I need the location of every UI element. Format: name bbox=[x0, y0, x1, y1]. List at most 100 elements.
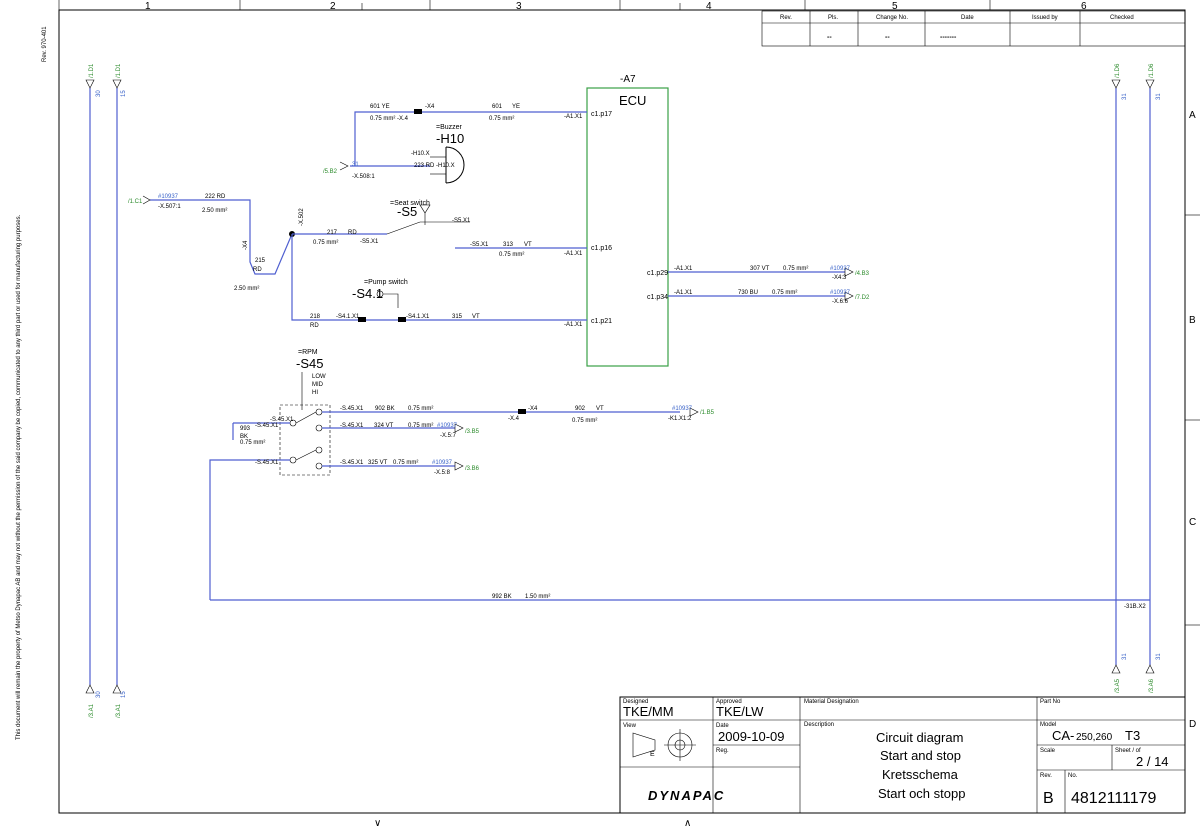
svg-text:RD: RD bbox=[348, 230, 357, 236]
svg-text:B: B bbox=[1043, 790, 1054, 807]
svg-text:-S4.1.X1: -S4.1.X1 bbox=[336, 314, 360, 320]
rpm-switch-circuit: =RPM -S45 LOW MID HI -S.45.X1 993 BK 0.7… bbox=[209, 349, 715, 600]
svg-text:c1.p16: c1.p16 bbox=[591, 245, 612, 252]
row-label-a: A bbox=[1189, 110, 1196, 121]
svg-text:-S45: -S45 bbox=[296, 356, 323, 371]
svg-text:-S5: -S5 bbox=[397, 204, 417, 219]
svg-text:#10937: #10937 bbox=[432, 460, 453, 466]
buzzer-circuit: 601 YE 0.75 mm² -X.4 -X4 601 YE 0.75 mm²… bbox=[323, 104, 587, 184]
svg-text:=Buzzer: =Buzzer bbox=[436, 124, 463, 131]
svg-text:-X4: -X4 bbox=[425, 104, 435, 110]
svg-text:Rev.: Rev. bbox=[1040, 773, 1052, 779]
svg-text:/7.D2: /7.D2 bbox=[855, 295, 870, 301]
svg-text:Kretsschema: Kretsschema bbox=[882, 767, 959, 782]
svg-text:/1.D6: /1.D6 bbox=[1149, 63, 1155, 78]
svg-text:-S.45.X1: -S.45.X1 bbox=[340, 406, 364, 412]
svg-text:730 BU: 730 BU bbox=[738, 290, 758, 296]
title-block: Designed TKE/MM Approved TKE/LW View E D… bbox=[619, 696, 1186, 814]
svg-text:0.75 mm²: 0.75 mm² bbox=[370, 116, 395, 122]
svg-text:Description: Description bbox=[804, 722, 834, 728]
svg-text:--: -- bbox=[885, 34, 890, 41]
svg-text:/1.B5: /1.B5 bbox=[700, 410, 715, 416]
svg-text:31: 31 bbox=[352, 162, 359, 168]
svg-text:TKE/LW: TKE/LW bbox=[716, 704, 764, 719]
svg-text:0.75 mm²: 0.75 mm² bbox=[408, 423, 433, 429]
row-label-d: D bbox=[1189, 719, 1196, 730]
svg-text:4812111179: 4812111179 bbox=[1071, 790, 1157, 807]
svg-text:217: 217 bbox=[327, 230, 338, 236]
svg-text:223 RD: 223 RD bbox=[414, 163, 435, 169]
svg-text:Circuit diagram: Circuit diagram bbox=[876, 730, 963, 745]
column-label-6: 6 bbox=[1081, 1, 1087, 12]
svg-text:c1.p34: c1.p34 bbox=[647, 294, 668, 301]
left-power-rails: /1.D1 /1.D1 30 15 /3.A1 /3.A1 30 15 bbox=[85, 63, 127, 718]
svg-text:218: 218 bbox=[310, 314, 321, 320]
svg-text:215: 215 bbox=[255, 258, 266, 264]
right-power-rails: /1.D6 /1.D6 31 31 /3.A5 /3.A6 31 31 bbox=[1111, 63, 1162, 693]
svg-text:902 BK: 902 BK bbox=[375, 406, 395, 412]
svg-text:/3.A6: /3.A6 bbox=[1149, 678, 1155, 693]
svg-text:-X.508:1: -X.508:1 bbox=[352, 174, 375, 180]
row-label-b: B bbox=[1189, 315, 1196, 326]
svg-text:-A7: -A7 bbox=[620, 74, 636, 85]
svg-text:--: -- bbox=[827, 34, 832, 41]
svg-text:31: 31 bbox=[1156, 653, 1162, 660]
column-label-1: 1 bbox=[145, 1, 151, 12]
svg-text:Change No.: Change No. bbox=[876, 15, 908, 21]
svg-text:Material Designation: Material Designation bbox=[804, 699, 859, 705]
svg-text:0.75 mm²: 0.75 mm² bbox=[408, 406, 433, 412]
svg-text:0.75 mm²: 0.75 mm² bbox=[772, 290, 797, 296]
svg-text:0.75 mm²: 0.75 mm² bbox=[499, 252, 524, 258]
svg-text:BK: BK bbox=[240, 434, 248, 440]
column-label-2: 2 bbox=[330, 1, 336, 12]
svg-text:Reg.: Reg. bbox=[716, 748, 729, 754]
svg-text:-X4: -X4 bbox=[528, 406, 538, 412]
svg-text:c1.p21: c1.p21 bbox=[591, 318, 612, 325]
svg-text:-S.45.X1: -S.45.X1 bbox=[255, 460, 279, 466]
svg-text:992 BK: 992 BK bbox=[492, 594, 512, 600]
svg-text:E: E bbox=[650, 751, 655, 758]
row-label-c: C bbox=[1189, 517, 1196, 528]
svg-text:#10937: #10937 bbox=[830, 266, 851, 272]
svg-text:-S.45.X1: -S.45.X1 bbox=[255, 423, 279, 429]
svg-text:Approved: Approved bbox=[716, 699, 742, 705]
svg-text:-S.45.X1: -S.45.X1 bbox=[270, 417, 294, 423]
svg-text:=Seat switch: =Seat switch bbox=[390, 200, 430, 207]
ecu-module: -A7 ECU c1.p17 c1.p16 c1.p21 c1.p29 c1.p… bbox=[586, 74, 669, 367]
svg-text:325 VT: 325 VT bbox=[368, 460, 388, 466]
svg-text:/3.A1: /3.A1 bbox=[116, 703, 122, 718]
svg-text:TKE/MM: TKE/MM bbox=[623, 704, 674, 719]
svg-text:/3.A5: /3.A5 bbox=[1115, 678, 1121, 693]
svg-text:15: 15 bbox=[121, 691, 127, 698]
svg-text:-S.45.X1: -S.45.X1 bbox=[340, 423, 364, 429]
svg-text:/1.D1: /1.D1 bbox=[116, 63, 122, 78]
svg-text:313: 313 bbox=[503, 242, 514, 248]
svg-text:324 VT: 324 VT bbox=[374, 423, 394, 429]
svg-text:15: 15 bbox=[121, 90, 127, 97]
svg-text:-S4.1: -S4.1 bbox=[352, 286, 383, 301]
ground-wire-992: 992 BK 1.50 mm² -31B.X2 bbox=[210, 594, 1150, 610]
svg-text:LOW: LOW bbox=[312, 374, 326, 380]
svg-text:VT: VT bbox=[472, 314, 480, 320]
svg-text:CA-: CA- bbox=[1052, 728, 1074, 743]
svg-text:c1.p17: c1.p17 bbox=[591, 111, 612, 118]
svg-text:/1.D1: /1.D1 bbox=[89, 63, 95, 78]
svg-text:2 / 14: 2 / 14 bbox=[1136, 754, 1169, 769]
svg-text:Issued by: Issued by bbox=[1032, 15, 1058, 21]
svg-text:-H10.X: -H10.X bbox=[411, 151, 430, 157]
seat-switch-circuit: /1.C1 #10937 -X.507:1 222 RD 2.50 mm² -X… bbox=[128, 194, 587, 321]
column-label-4: 4 bbox=[706, 1, 712, 12]
svg-text:-X.502: -X.502 bbox=[299, 208, 305, 226]
svg-text:993: 993 bbox=[240, 426, 251, 432]
column-label-5: 5 bbox=[892, 1, 898, 12]
svg-text:/1.D6: /1.D6 bbox=[1115, 63, 1121, 78]
svg-text:Sheet / of: Sheet / of bbox=[1115, 748, 1141, 754]
svg-text:0.75 mm²: 0.75 mm² bbox=[572, 418, 597, 424]
svg-text:-S4.1.X1: -S4.1.X1 bbox=[406, 314, 430, 320]
svg-text:30: 30 bbox=[96, 90, 102, 97]
svg-text:No.: No. bbox=[1068, 773, 1078, 779]
svg-text:-31B.X2: -31B.X2 bbox=[1124, 604, 1146, 610]
svg-text:-A1.X1: -A1.X1 bbox=[564, 251, 583, 257]
svg-text:#10937: #10937 bbox=[158, 194, 179, 200]
svg-text:2.50 mm²: 2.50 mm² bbox=[202, 208, 227, 214]
